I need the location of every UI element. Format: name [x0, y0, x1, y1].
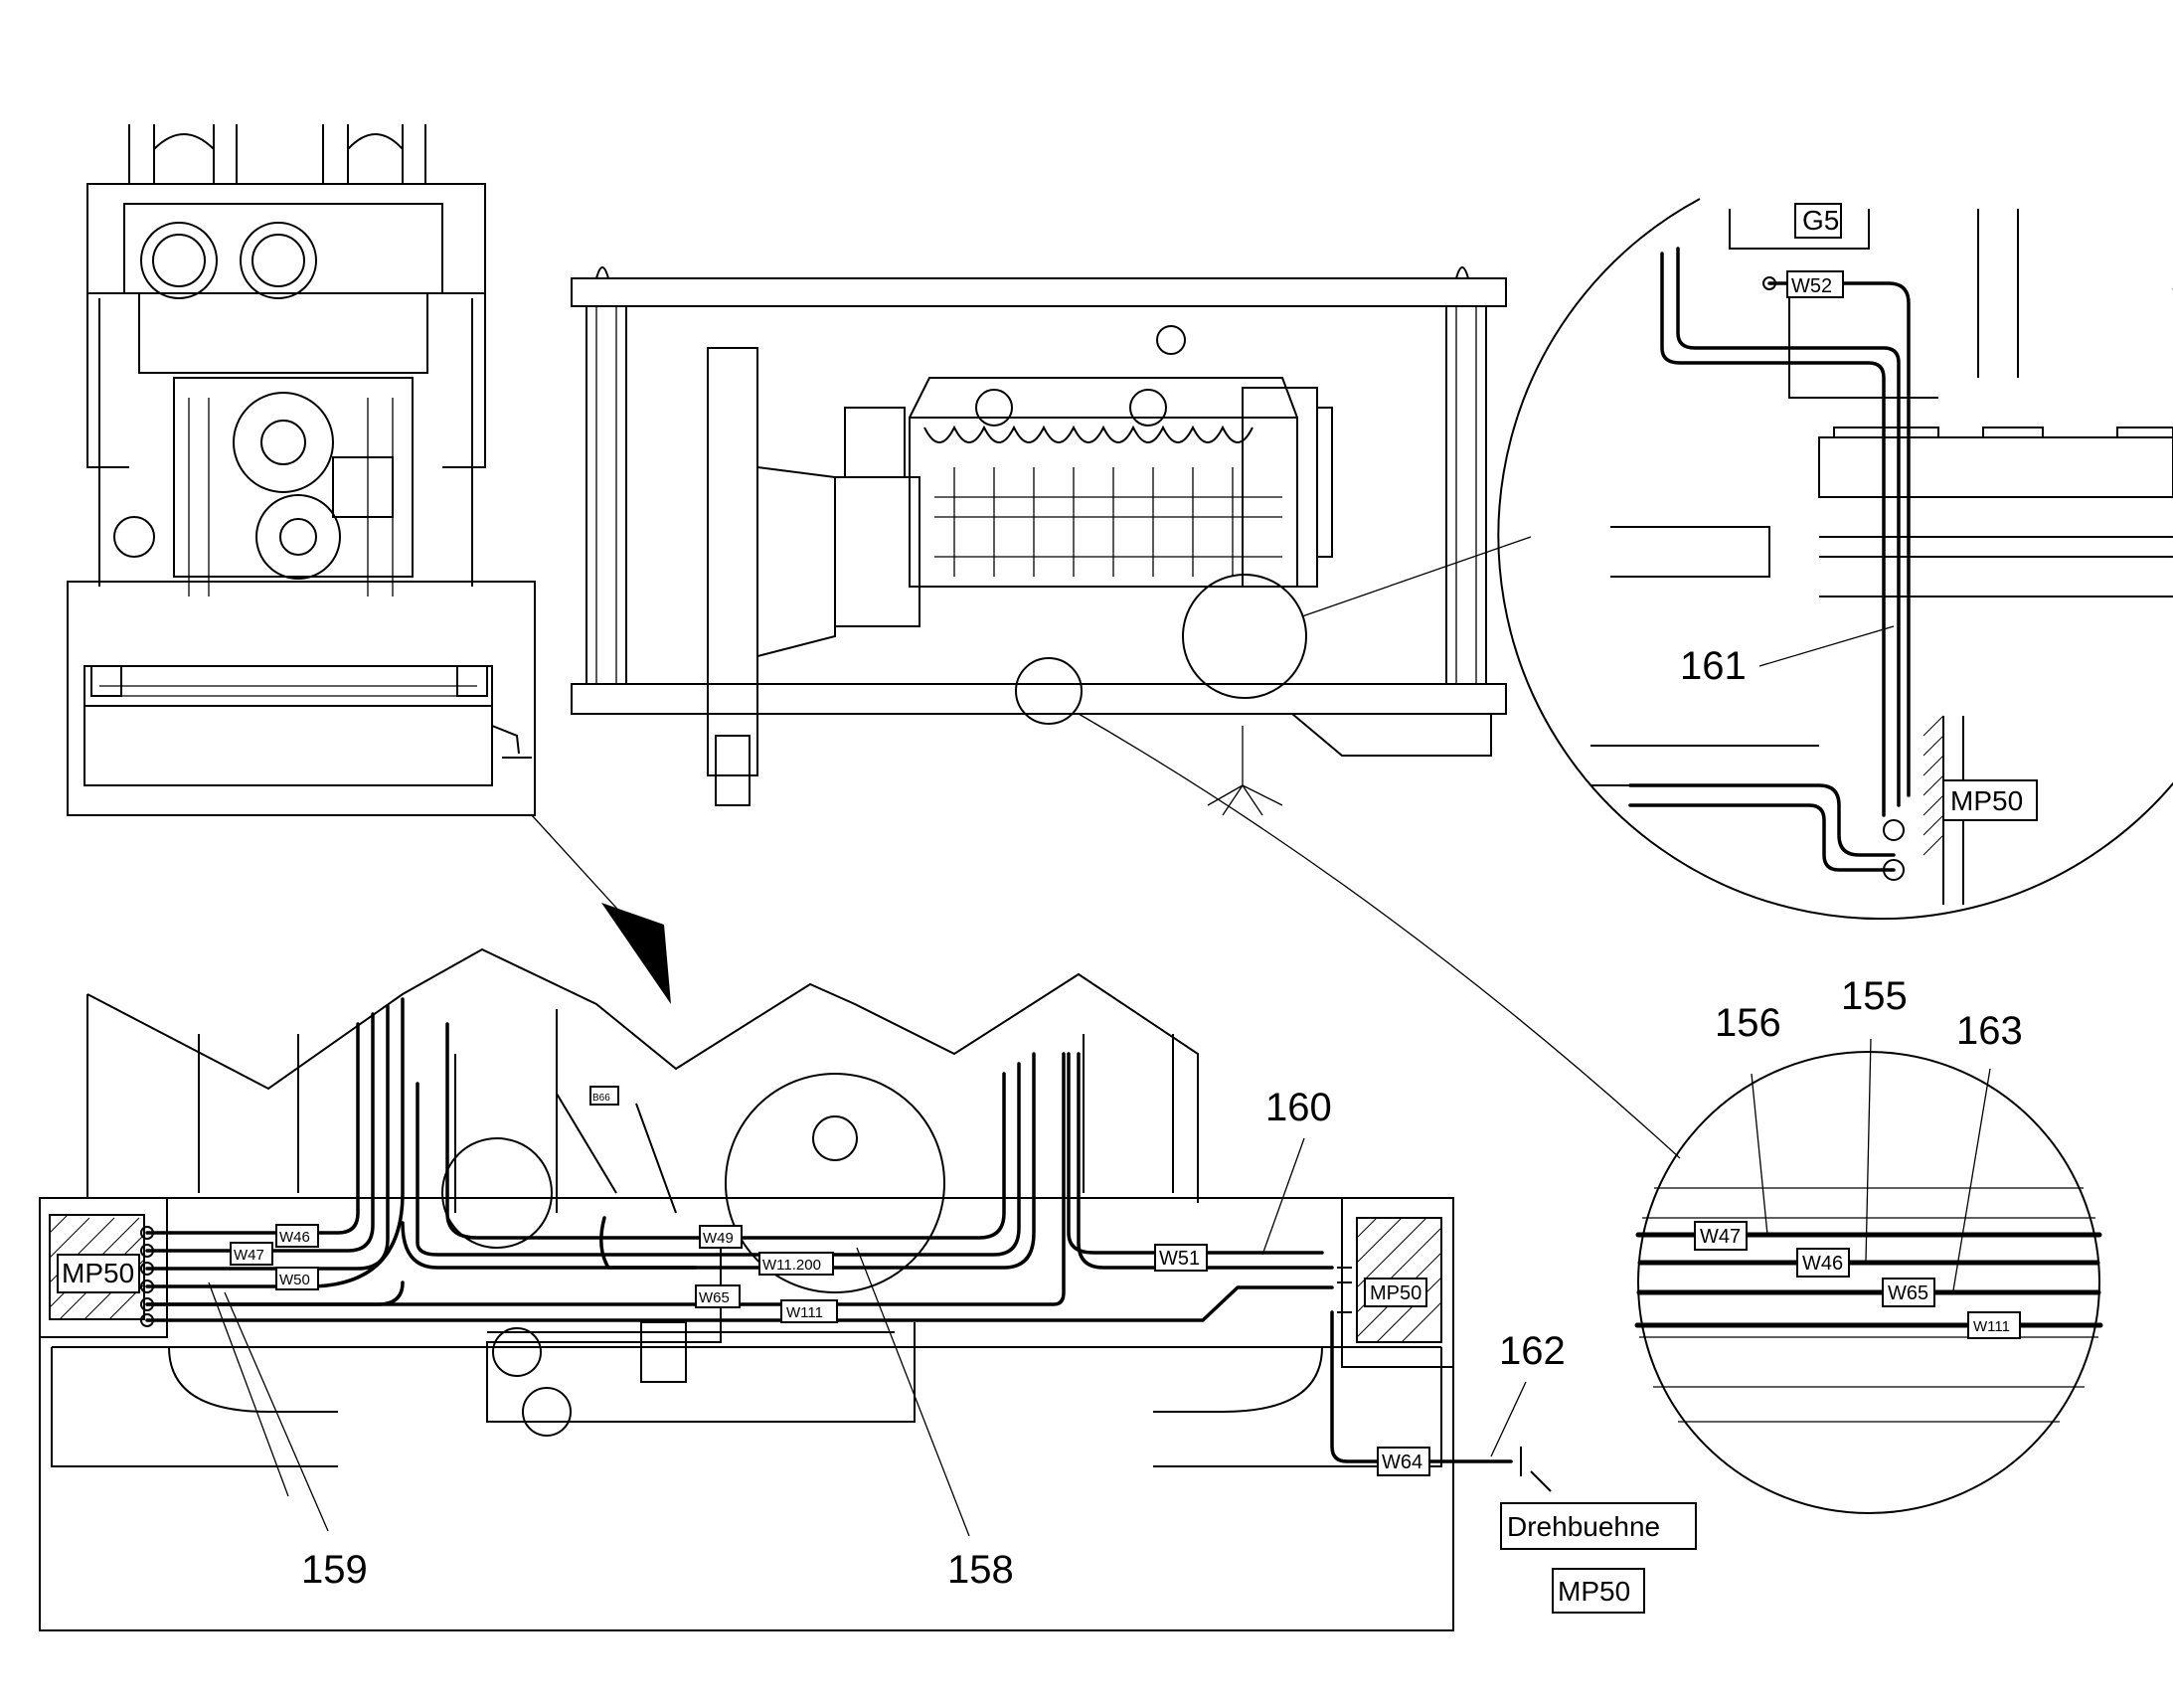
callout-156: 156	[1715, 1001, 1781, 1045]
w111-detail-box	[1967, 1311, 2021, 1339]
cylinder-heads	[923, 425, 1282, 577]
mp50-left-box	[57, 1254, 140, 1293]
w65-detail-box	[1882, 1278, 1935, 1307]
mp50-bottom-tag: MP50	[1558, 1576, 1630, 1607]
detail-circle-cables: W47 W46 W65 W111 156 155 163	[1634, 974, 2103, 1514]
detail-circle-top: G5 W52 MP50 161	[1497, 198, 2173, 920]
w64-main-tag: W64	[1382, 1452, 1422, 1473]
mp50-detail-tag: MP50	[1950, 785, 2023, 816]
callout-163: 163	[1956, 1009, 2023, 1053]
w64-main-box	[1377, 1447, 1430, 1476]
w47-main-tag: W47	[234, 1247, 264, 1264]
b66-tag: B66	[592, 1093, 610, 1104]
callout-158: 158	[947, 1548, 1014, 1592]
mp50-right-box	[1364, 1278, 1427, 1307]
w11200-main-box	[758, 1252, 834, 1276]
callout-159: 159	[301, 1548, 368, 1592]
callout-155: 155	[1841, 974, 1908, 1018]
w46-detail-tag: W46	[1802, 1253, 1843, 1275]
mp50-detail-box	[1942, 779, 2038, 821]
w46-detail-box	[1796, 1248, 1850, 1278]
w47-main-box	[230, 1242, 273, 1266]
w52-tag: W52	[1791, 275, 1832, 297]
w52-tag-box	[1786, 270, 1844, 298]
mp50-right-tag: MP50	[1370, 1282, 1421, 1304]
drehbuehne-tag: Drehbuehne	[1507, 1511, 1660, 1542]
cable-bundle	[140, 997, 1552, 1492]
w47-detail-tag: W47	[1700, 1226, 1741, 1248]
mp50-left-tag: MP50	[62, 1258, 134, 1288]
front-view	[67, 124, 671, 1004]
mp50-bottom-box	[1552, 1568, 1645, 1614]
w111-detail-tag: W111	[1973, 1318, 2010, 1335]
drehbuehne-box	[1500, 1502, 1697, 1550]
callout-160: 160	[1265, 1086, 1332, 1129]
w111-main-tag: W111	[786, 1304, 823, 1321]
callout-161: 161	[1680, 644, 1747, 688]
w46-main-tag: W46	[279, 1229, 310, 1246]
side-view	[571, 266, 1681, 1159]
w50-main-box	[275, 1267, 319, 1290]
w49-main-tag: W49	[703, 1230, 734, 1247]
g5-tag-box	[1794, 203, 1842, 239]
w65-main-box	[695, 1284, 741, 1308]
w111-main-box	[780, 1299, 838, 1323]
callout-162: 162	[1499, 1329, 1566, 1373]
base-view: MP50 MP50 B66	[39, 947, 1697, 1631]
w11200-main-tag: W11.200	[762, 1257, 821, 1274]
w51-main-tag: W51	[1159, 1248, 1200, 1270]
w65-main-tag: W65	[699, 1289, 730, 1306]
w47-detail-box	[1694, 1221, 1748, 1251]
g5-tag: G5	[1802, 205, 1839, 236]
w50-main-tag: W50	[279, 1272, 310, 1288]
w51-main-box	[1154, 1244, 1208, 1272]
w65-detail-tag: W65	[1888, 1282, 1928, 1304]
w49-main-box	[699, 1225, 743, 1249]
w46-main-box	[275, 1224, 319, 1248]
